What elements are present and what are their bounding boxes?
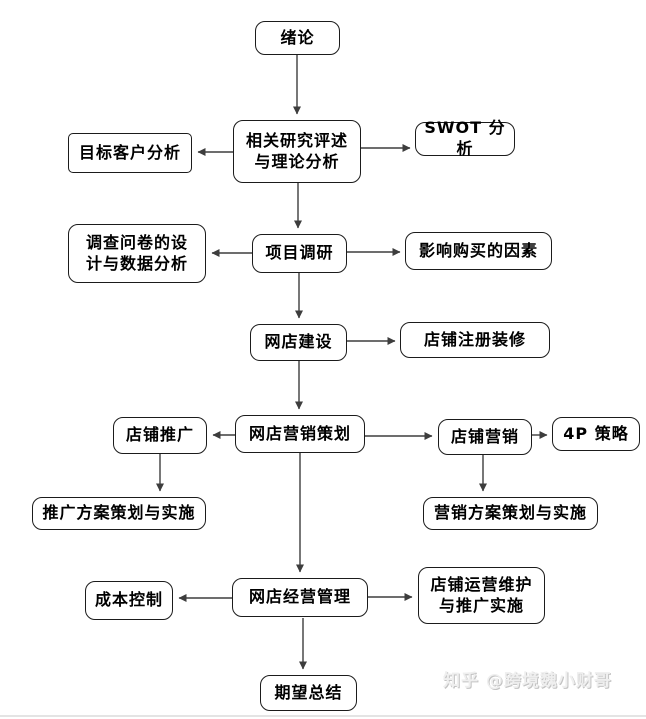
node-operation-management: 网店经营管理	[232, 578, 368, 617]
node-promotion-implementation: 推广方案策划与实施	[32, 497, 206, 530]
node-expected-summary: 期望总结	[260, 675, 357, 711]
node-marketing-implementation: 营销方案策划与实施	[423, 497, 598, 530]
node-purchase-factors: 影响购买的因素	[405, 232, 552, 270]
node-marketing-planning: 网店营销策划	[235, 415, 365, 453]
node-introduction: 绪论	[255, 21, 340, 55]
node-operation-maintenance: 店铺运营维护 与推广实施	[418, 567, 545, 624]
node-cost-control: 成本控制	[85, 581, 173, 620]
bottom-divider	[0, 715, 646, 717]
node-swot-analysis: SWOT 分析	[415, 118, 515, 158]
node-literature-review: 相关研究评述 与理论分析	[233, 120, 361, 183]
node-store-construction: 网店建设	[250, 324, 347, 361]
zhihu-watermark: 知乎 @跨境魏小财哥	[443, 671, 612, 691]
node-store-registration: 店铺注册装修	[400, 322, 550, 358]
node-4p-strategy: 4P 策略	[552, 417, 640, 451]
node-store-promotion: 店铺推广	[113, 417, 207, 454]
node-store-marketing: 店铺营销	[438, 419, 532, 455]
node-project-research: 项目调研	[252, 234, 347, 273]
node-questionnaire-design: 调查问卷的设 计与数据分析	[68, 224, 206, 283]
node-target-customer: 目标客户分析	[68, 133, 192, 173]
